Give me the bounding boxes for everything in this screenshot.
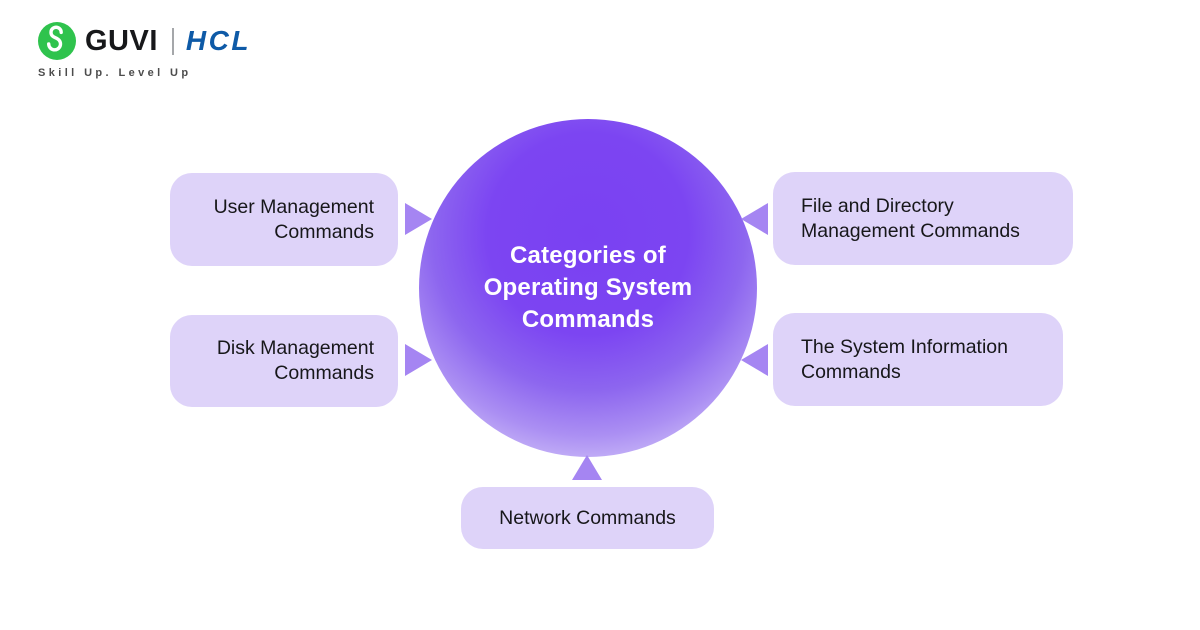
node-label: Disk Management Commands: [216, 337, 374, 384]
brand-divider: [171, 27, 174, 55]
center-node: Categories of Operating System Commands: [419, 119, 757, 457]
center-title-line: Categories of: [510, 242, 666, 269]
arrow-left-icon: [741, 344, 768, 376]
guvi-logo-icon: [38, 22, 76, 60]
node-label: The System Information Commands: [801, 335, 1008, 383]
center-title-line: Commands: [521, 306, 655, 333]
brand-header: GUVI HCL Skill Up. Level Up: [38, 22, 251, 79]
arrow-right-icon: [405, 344, 432, 376]
node-label: Network Commands: [499, 506, 676, 529]
hcl-wordmark: HCL: [185, 25, 251, 56]
node-disk-management: Disk Management Commands: [170, 315, 398, 407]
guvi-wordmark: GUVI: [85, 24, 158, 57]
arrow-up-icon: [572, 455, 602, 480]
brand-tagline: Skill Up. Level Up: [38, 67, 192, 79]
arrow-left-icon: [741, 203, 768, 235]
node-file-directory-management: File and Directory Management Commands: [773, 172, 1073, 265]
node-network-commands: Network Commands: [461, 487, 714, 549]
brand-logo-row: GUVI HCL: [38, 22, 251, 60]
node-system-information: The System Information Commands: [773, 313, 1063, 406]
node-label: File and Directory Management Commands: [801, 194, 1020, 242]
node-user-management: User Management Commands: [170, 173, 398, 266]
center-title-line: Operating System: [483, 274, 693, 301]
center-title: Categories of Operating System Commands: [484, 240, 693, 336]
arrow-right-icon: [405, 203, 432, 235]
node-label: User Management Commands: [213, 195, 374, 243]
